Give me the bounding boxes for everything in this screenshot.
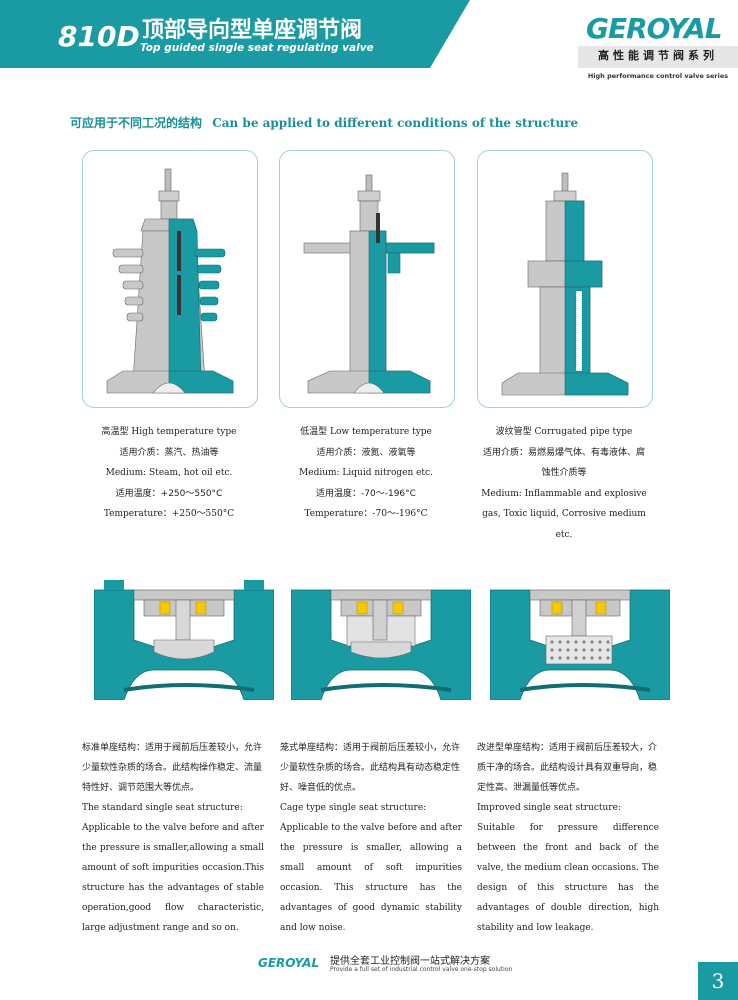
brand-tagline-cn: 高性能调节阀系列 [598,49,718,62]
header-band [0,0,470,68]
valve-corrugated-pipe-illustration [501,172,629,396]
caption-temp-en: Temperature：-70～-196°C [304,509,428,519]
section-title-en: Can be applied to different conditions o… [212,116,579,130]
caption-medium-en: Medium: Steam, hot oil etc. [105,468,233,478]
caption-low-temperature: 低温型 Low temperature type 适用介质：液氮、液氧等 Med… [268,422,464,525]
card-corrugated-pipe [477,150,653,408]
section-title-cn: 可应用于不同工况的结构 [70,116,203,130]
card-high-temperature [82,150,258,408]
model-number: 810D [58,20,140,53]
desc-en: Suitable for pressure difference between… [477,823,659,933]
desc-en-title: Cage type single seat structure: [280,803,427,813]
brand-tagline-en: High performance control valve series [587,72,729,80]
caption-high-temperature: 高温型 High temperature type 适用介质：蒸汽、热油等 Me… [71,422,267,525]
caption-temp-en: Temperature：+250～550°C [103,509,235,519]
valve-low-temperature-illustration [303,174,435,394]
card-low-temperature [279,150,455,408]
caption-medium-en: Medium: Liquid nitrogen etc. [299,468,433,478]
section-title: 可应用于不同工况的结构 Can be applied to different … [70,114,578,131]
desc-cn: 标准单座结构：适用于阀前后压差较小，允许少量软性杂质的场合。此结构操作稳定、流量… [82,743,263,793]
caption-type-title: 高温型 High temperature type [101,427,237,437]
footer-slogan-cn: 提供全套工业控制阀一站式解决方案 [330,956,490,967]
caption-medium-en: Medium: Inflammable and explosive gas, T… [481,488,647,540]
desc-en-title: The standard single seat structure: [82,803,243,813]
footer-brand-logo: GEROYAL [258,956,320,970]
page-number: 3 [698,962,738,1000]
title-en: Top guided single seat regulating valve [140,42,374,54]
caption-temp-cn: 适用温度：-70～-196°C [316,488,416,499]
desc-cn: 笼式单座结构：适用于阀前后压差较小，允许少量软性杂质的场合。此结构具有动态稳定性… [280,743,461,793]
caption-temp-cn: 适用温度：+250～550°C [115,488,223,499]
page-header: 810D 顶部导向型单座调节阀 Top guided single seat r… [0,0,738,88]
caption-medium-cn: 适用介质：易燃易爆气体、有毒液体、腐蚀性介质等 [482,447,645,479]
desc-en-title: Improved single seat structure: [477,803,621,813]
valve-high-temperature-illustration [106,168,234,394]
detail-improved-single-seat [490,589,670,700]
desc-standard-single-seat: 标准单座结构：适用于阀前后压差较小，允许少量软性杂质的场合。此结构操作稳定、流量… [82,738,264,938]
title-cn: 顶部导向型单座调节阀 [142,18,363,43]
desc-cage-single-seat: 笼式单座结构：适用于阀前后压差较小，允许少量软性杂质的场合。此结构具有动态稳定性… [280,738,462,938]
caption-medium-cn: 适用介质：液氮、液氧等 [316,447,416,458]
detail-standard-single-seat [94,580,274,700]
detail-cage-single-seat [291,589,471,700]
caption-type-title: 波纹管型 Corrugated pipe type [495,427,633,437]
desc-en: Applicable to the valve before and after… [280,823,462,933]
brand-tagline-bar: 高性能调节阀系列 [578,46,738,68]
desc-improved-single-seat: 改进型单座结构：适用于阀前后压差较大，介质干净的场合。此结构设计具有双重导向，稳… [477,738,659,938]
caption-type-title: 低温型 Low temperature type [300,427,432,437]
footer-slogan-en: Provide a full set of industrial control… [330,966,513,973]
caption-medium-cn: 适用介质：蒸汽、热油等 [119,447,219,458]
caption-corrugated-pipe: 波纹管型 Corrugated pipe type 适用介质：易燃易爆气体、有毒… [466,422,662,545]
desc-en: Applicable to the valve before and after… [82,823,264,933]
brand-logo: GEROYAL [586,12,723,45]
desc-cn: 改进型单座结构：适用于阀前后压差较大，介质干净的场合。此结构设计具有双重导向，稳… [477,743,658,793]
